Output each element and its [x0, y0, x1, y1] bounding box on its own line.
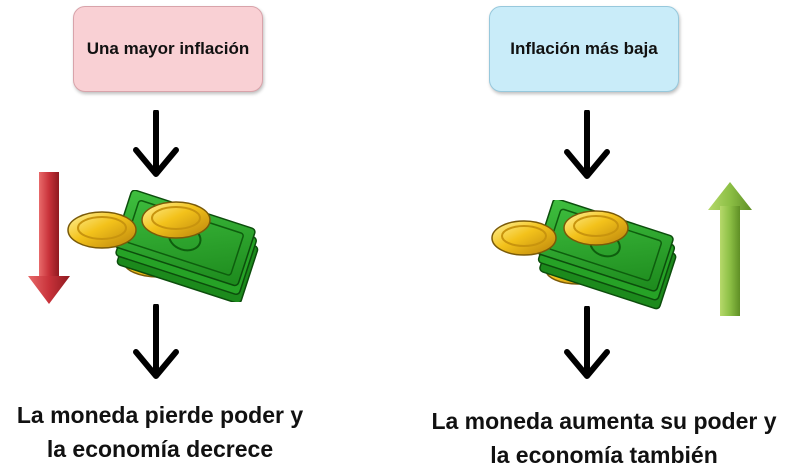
right-caption-line-2: la economía también [490, 442, 718, 468]
black-down-arrow-icon [564, 110, 610, 179]
red-down-arrow-icon [28, 172, 70, 304]
money-icon [67, 190, 259, 302]
higher-inflation-box: Una mayor inflación [73, 6, 263, 92]
higher-inflation-label: Una mayor inflación [86, 39, 250, 58]
green-up-arrow-icon [708, 182, 752, 316]
lower-inflation-label: Inflación más baja [510, 39, 658, 58]
black-down-arrow-icon [564, 306, 610, 379]
left-outcome-caption: La moneda pierde poder y la economía dec… [0, 398, 320, 466]
right-outcome-caption: La moneda aumenta su poder y la economía… [408, 404, 800, 472]
money-icon [491, 200, 677, 310]
lower-inflation-box: Inflación más baja [489, 6, 679, 92]
black-down-arrow-icon [133, 304, 179, 379]
right-caption-line-1: La moneda aumenta su poder y [431, 408, 777, 434]
black-down-arrow-icon [133, 110, 179, 177]
left-caption-line-2: la economía decrece [46, 436, 274, 462]
left-caption-line-1: La moneda pierde poder y [16, 402, 304, 428]
